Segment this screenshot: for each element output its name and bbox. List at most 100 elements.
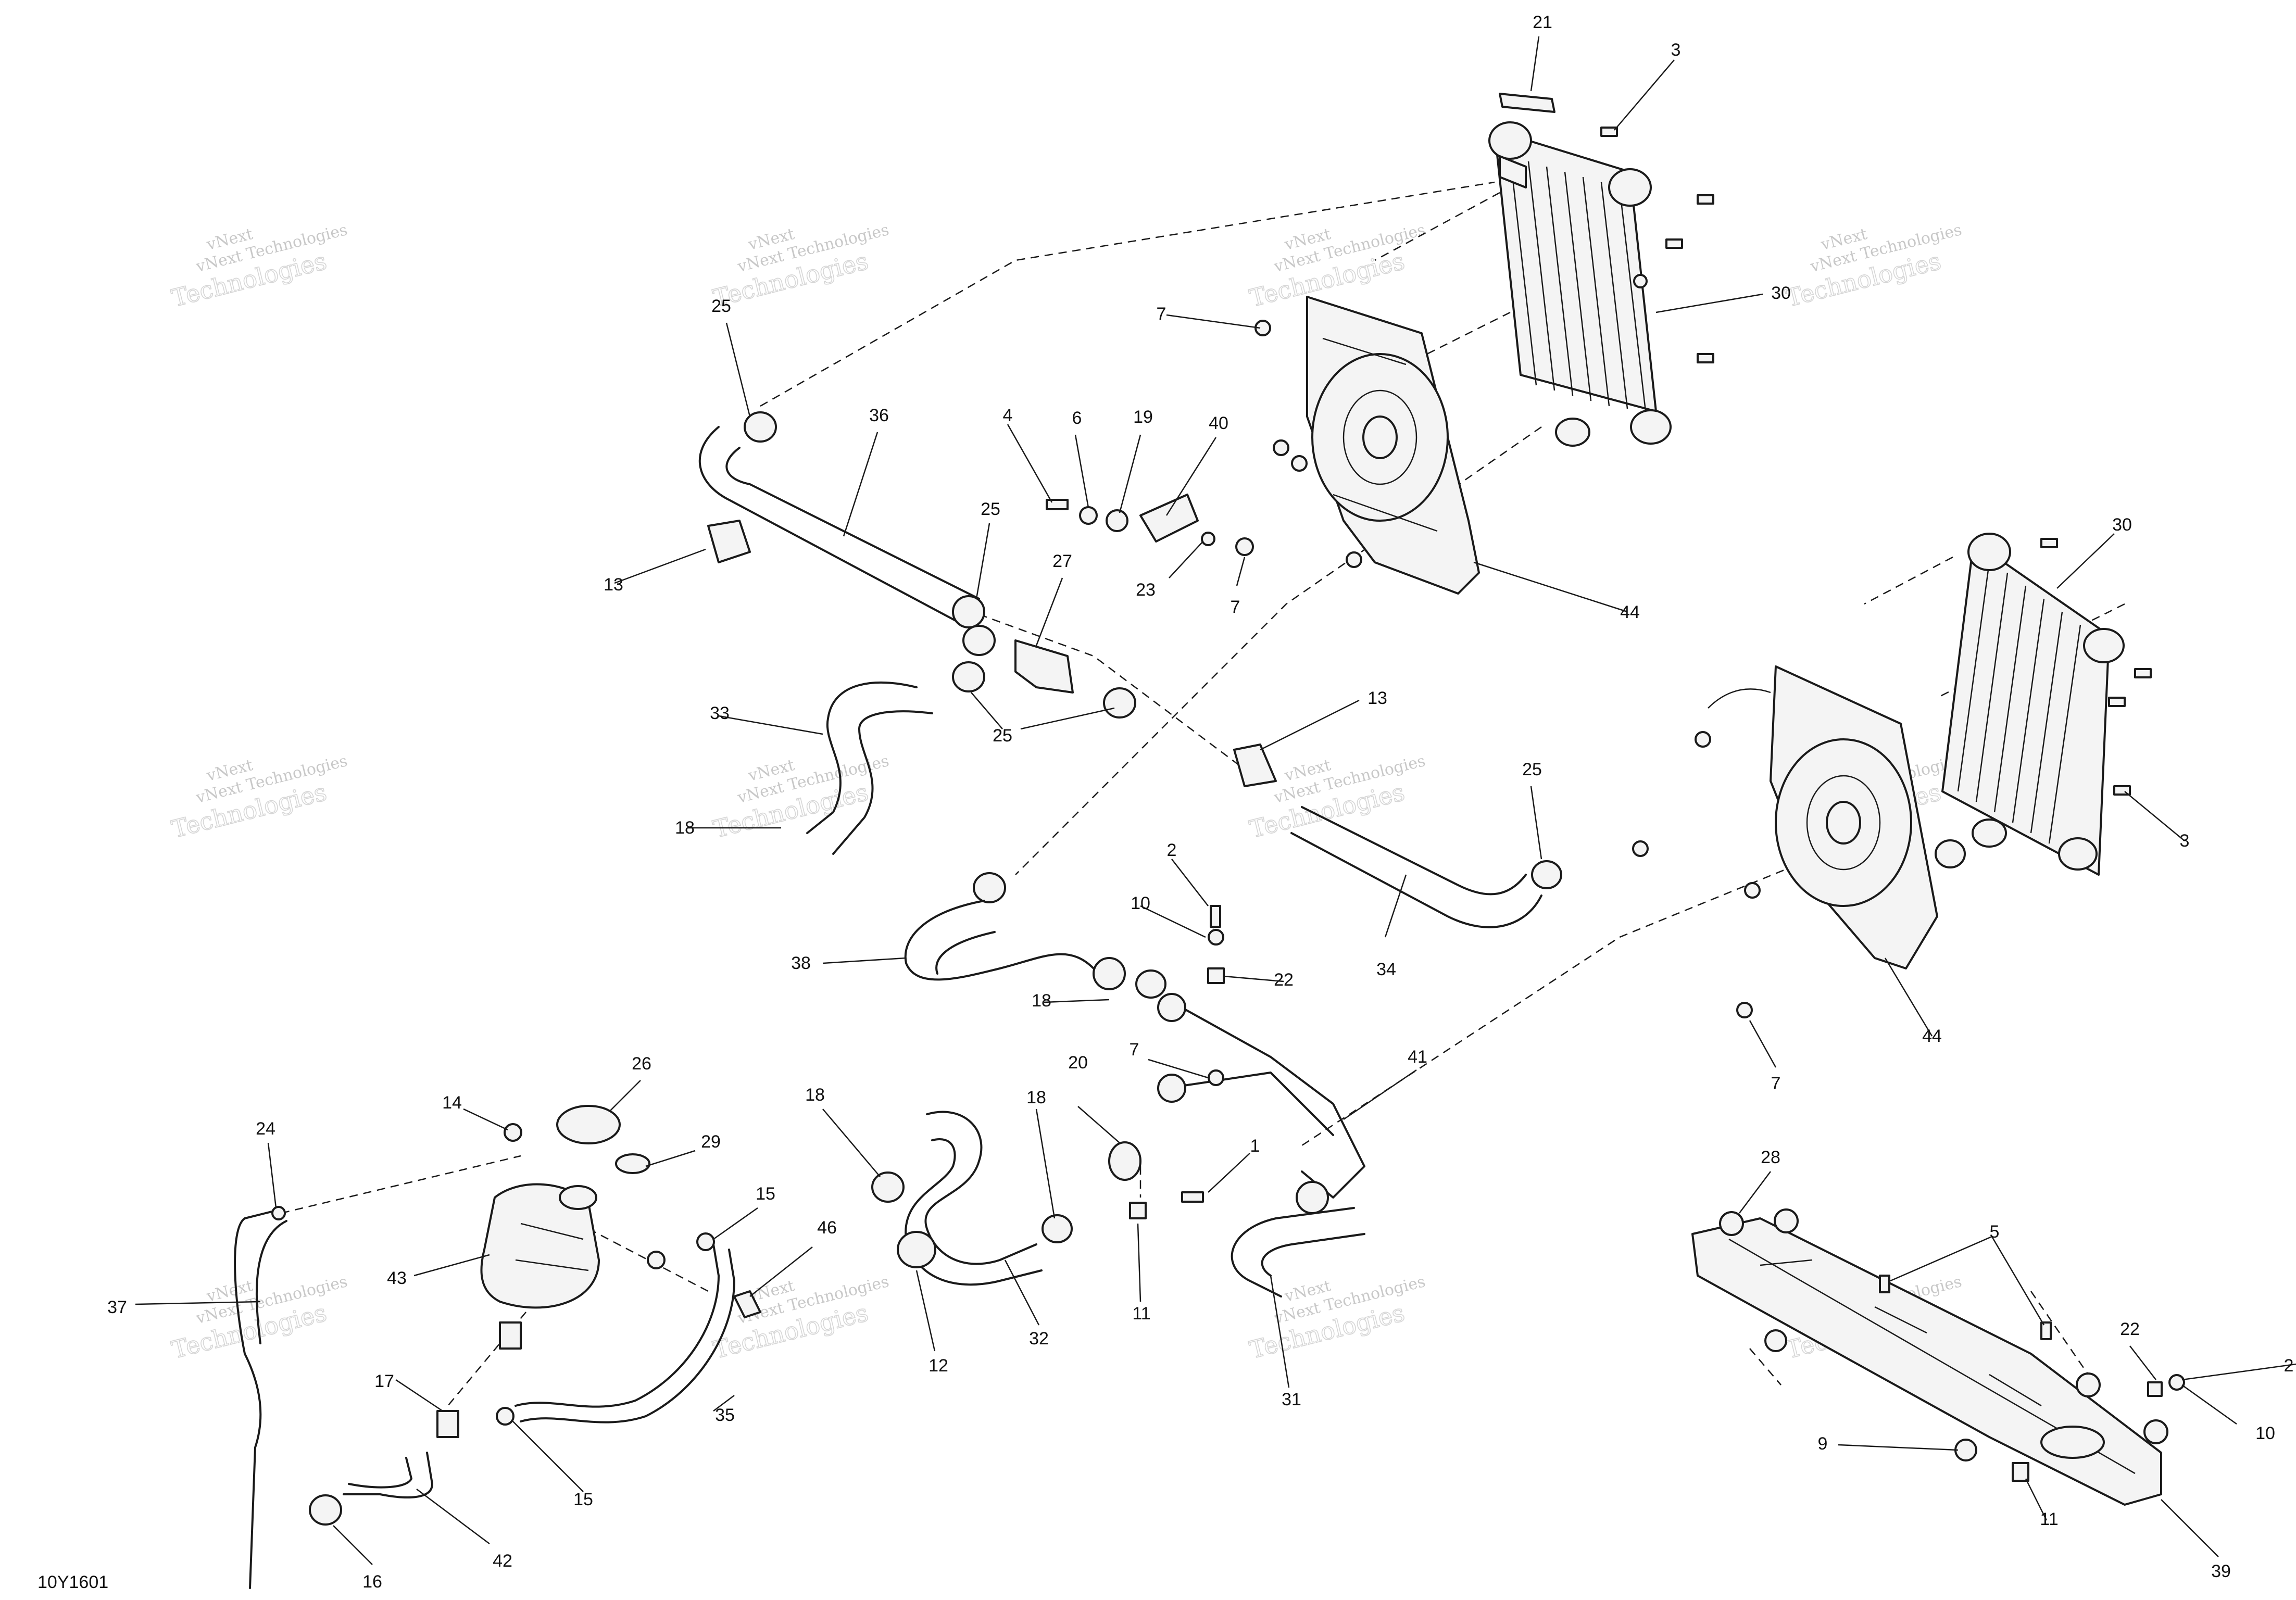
callout-18: 18 xyxy=(675,818,695,838)
valve xyxy=(647,1251,666,1269)
callout-18: 18 xyxy=(1026,1088,1046,1107)
fitting-17 xyxy=(436,1410,459,1438)
callout-25: 25 xyxy=(993,726,1012,746)
callout-40: 40 xyxy=(1209,413,1228,433)
clamp xyxy=(496,1407,515,1426)
radiator-lower xyxy=(1941,533,2125,876)
callout-2: 2 xyxy=(1167,840,1177,860)
callout-7: 7 xyxy=(1231,597,1240,617)
clamp xyxy=(309,1494,342,1526)
nut-9 xyxy=(1764,1329,1787,1352)
callout-15: 15 xyxy=(756,1184,775,1204)
clamp-20 xyxy=(1108,1141,1141,1181)
hose-33 xyxy=(806,681,918,834)
callout-34: 34 xyxy=(1376,960,1396,979)
pipe-41 xyxy=(1176,1004,1365,1199)
coolant-tank-43 xyxy=(480,1183,600,1350)
callout-7: 7 xyxy=(1771,1074,1781,1093)
bolt xyxy=(1665,238,1683,249)
callout-42: 42 xyxy=(493,1551,512,1571)
callout-44: 44 xyxy=(1922,1026,1942,1046)
callout-38: 38 xyxy=(791,953,811,973)
nut xyxy=(1695,731,1711,748)
callout-36: 36 xyxy=(869,406,889,425)
nut xyxy=(1291,455,1308,472)
clamp xyxy=(897,1231,936,1268)
callout-30: 30 xyxy=(1771,283,1791,303)
label-tag xyxy=(1499,93,1555,113)
callout-3: 3 xyxy=(2180,831,2190,851)
callout-2: 2 xyxy=(2284,1356,2294,1376)
callout-46: 46 xyxy=(817,1218,837,1238)
nut xyxy=(1346,551,1362,568)
callout-11: 11 xyxy=(1132,1304,1150,1324)
nut xyxy=(1273,439,1289,456)
callout-39: 39 xyxy=(2211,1561,2231,1581)
bolt xyxy=(1210,905,1221,928)
hose-32 xyxy=(924,1111,1037,1265)
nut-7 xyxy=(1736,1002,1753,1018)
bolt xyxy=(1879,1275,1890,1293)
clip xyxy=(1233,744,1277,787)
callout-7: 7 xyxy=(1157,304,1166,324)
watermarks: vNext vNext Technologies Technologies vN… xyxy=(168,221,1963,1365)
callout-3: 3 xyxy=(1671,40,1681,60)
callout-25: 25 xyxy=(1522,760,1542,779)
callout-41: 41 xyxy=(1408,1047,1427,1067)
bolt xyxy=(2040,538,2058,548)
cap-26 xyxy=(556,1105,621,1144)
tee-27 xyxy=(1014,639,1074,694)
callout-43: 43 xyxy=(387,1268,407,1288)
clamp xyxy=(696,1232,715,1251)
callout-28: 28 xyxy=(1761,1148,1780,1167)
callout-6: 6 xyxy=(1072,408,1082,428)
nut-22 xyxy=(2147,1381,2163,1397)
callout-23: 23 xyxy=(1136,580,1156,600)
clamp xyxy=(962,625,996,656)
callout-5: 5 xyxy=(1990,1222,2000,1242)
hose-42 xyxy=(343,1452,433,1498)
callout-22: 22 xyxy=(1274,970,1294,990)
bolt-3 xyxy=(1600,127,1618,137)
washer xyxy=(1208,929,1224,946)
nut-11 xyxy=(2012,1462,2029,1482)
hose-35 xyxy=(515,1243,720,1408)
callout-32: 32 xyxy=(1029,1329,1049,1349)
callout-1: 1 xyxy=(1250,1136,1260,1156)
bolt xyxy=(1046,499,1069,510)
washer-10 xyxy=(2168,1374,2185,1391)
callout-13: 13 xyxy=(604,575,623,595)
hose-37 xyxy=(234,1210,277,1589)
nut xyxy=(1632,840,1649,857)
clip xyxy=(707,520,751,563)
clip xyxy=(271,1206,286,1220)
callout-13: 13 xyxy=(1367,688,1387,708)
callout-24: 24 xyxy=(256,1119,275,1139)
leader-lines xyxy=(135,36,2296,1565)
callout-33: 33 xyxy=(710,703,730,723)
clamp xyxy=(744,411,777,443)
callout-18: 18 xyxy=(1032,991,1051,1011)
bolt xyxy=(2108,697,2126,707)
grommet xyxy=(1774,1208,1799,1233)
callout-29: 29 xyxy=(701,1132,721,1152)
clamp xyxy=(973,872,1006,903)
nut xyxy=(1129,1202,1147,1219)
callout-27: 27 xyxy=(1052,551,1072,571)
watermark: vNext vNext Technologies Technologies xyxy=(168,221,349,313)
fan-shroud-upper xyxy=(1306,296,1480,595)
callout-37: 37 xyxy=(107,1297,127,1317)
clamp xyxy=(1531,860,1562,889)
bolt xyxy=(1697,353,1714,363)
callout-11: 11 xyxy=(2040,1509,2058,1529)
bolt xyxy=(2040,1321,2052,1340)
callout-35: 35 xyxy=(715,1405,735,1425)
callout-20: 20 xyxy=(1068,1053,1088,1073)
clamp xyxy=(871,1171,905,1203)
bolt xyxy=(2134,668,2152,678)
callout-30: 30 xyxy=(2112,515,2132,535)
watermark: vNext vNext Technologies Technologies xyxy=(168,752,349,844)
nut xyxy=(1235,537,1254,556)
clamp xyxy=(1042,1214,1073,1243)
clamp xyxy=(1935,839,1966,868)
